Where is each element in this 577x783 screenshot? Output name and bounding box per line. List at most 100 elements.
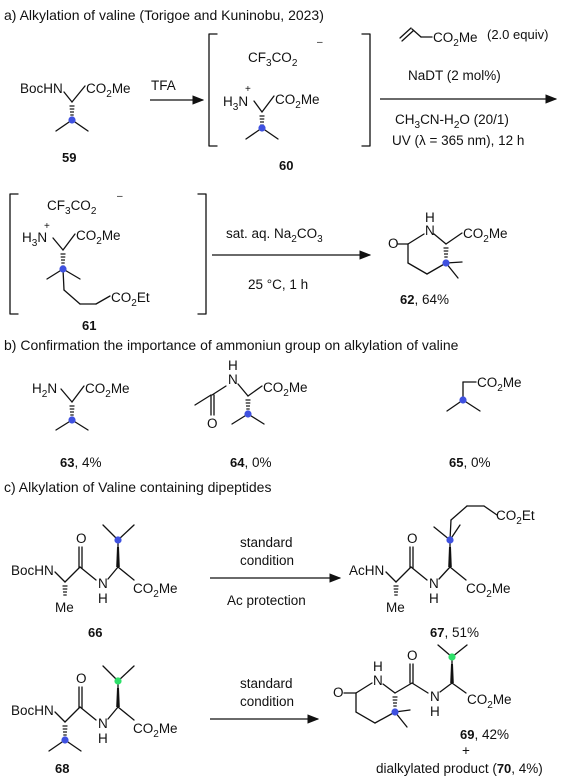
green-dot [114, 677, 122, 685]
svg-text:H: H [425, 210, 435, 225]
svg-text:standard: standard [240, 535, 293, 550]
svg-text:H: H [98, 591, 108, 606]
dialkylated-product-note: dialkylated product (70, 4%) [376, 761, 543, 776]
blue-dot [446, 536, 454, 544]
compound-64: O H N CO2Me 64, 0% [194, 358, 308, 470]
svg-text:–: – [117, 191, 123, 202]
svg-text:CO2Me: CO2Me [263, 380, 308, 399]
svg-text:condition: condition [240, 553, 294, 568]
svg-text:O: O [333, 685, 344, 700]
svg-text:O: O [388, 236, 399, 251]
svg-text:–: – [317, 37, 323, 48]
blue-dot [68, 416, 76, 424]
svg-text:CO2Me: CO2Me [477, 375, 522, 394]
svg-text:O: O [76, 531, 87, 546]
compound-number-61: 61 [82, 318, 96, 333]
svg-text:65, 0%: 65, 0% [449, 455, 490, 470]
svg-text:O: O [407, 648, 418, 663]
svg-text:H3N: H3N [223, 94, 248, 113]
blue-dot [258, 124, 266, 132]
svg-text:+: + [245, 84, 251, 95]
svg-text:sat. aq. Na2CO3: sat. aq. Na2CO3 [226, 226, 323, 245]
dipeptide-conditions-1: standard condition Ac protection [210, 535, 342, 608]
svg-text:Me: Me [55, 600, 74, 615]
compound-63: H2N CO2Me 63, 4% [32, 381, 130, 470]
compound-62: O H N CO2Me 62, 64% [388, 210, 508, 307]
compound-number-68: 68 [55, 761, 69, 776]
compound-67: AcHN O N H CO2Me Me CO2Et 67, 51% [349, 505, 535, 640]
svg-text:H: H [429, 591, 439, 606]
svg-text:N: N [373, 673, 383, 688]
svg-text:N: N [98, 576, 108, 591]
svg-text:CF3CO2: CF3CO2 [248, 50, 298, 69]
svg-text:standard: standard [240, 676, 293, 691]
uv-condition: UV (λ = 365 nm), 12 h [392, 133, 524, 148]
catalyst-label: NaDT (2 mol%) [408, 68, 501, 83]
compound-66: BocHN O N H CO2Me Me 66 [11, 524, 178, 640]
svg-text:CO2Me: CO2Me [85, 381, 130, 400]
blue-dot [114, 536, 122, 544]
svg-text:AcHN: AcHN [349, 563, 384, 578]
svg-text:CH3CN-H2O (20/1): CH3CN-H2O (20/1) [395, 112, 509, 131]
svg-text:O: O [76, 671, 87, 686]
svg-text:N: N [228, 372, 238, 387]
svg-text:CO2Me: CO2Me [466, 581, 511, 600]
dipeptide-conditions-2: standard condition [210, 676, 320, 724]
compound-number-59: 59 [62, 150, 76, 165]
compound-60: CF3CO2 – H3N + CO2Me 60 [208, 33, 371, 173]
compound-65: CO2Me 65, 0% [446, 375, 522, 470]
svg-text:BocHN: BocHN [11, 703, 54, 718]
cyclization-conditions: sat. aq. Na2CO3 25 °C, 1 h [212, 226, 372, 292]
blue-dot [61, 736, 69, 744]
compound-61: CF3CO2 – H3N + CO2Me CO2Et 61 [9, 191, 207, 333]
blue-dot [244, 410, 252, 418]
section-c-heading: c) Alkylation of Valine containing dipep… [4, 479, 271, 495]
blue-dot [68, 116, 76, 124]
svg-text:64, 0%: 64, 0% [230, 455, 271, 470]
svg-text:BocHN: BocHN [11, 563, 54, 578]
svg-text:CO2Me: CO2Me [86, 81, 131, 100]
blue-dot [442, 259, 450, 267]
svg-text:63, 4%: 63, 4% [60, 455, 101, 470]
svg-text:H3N: H3N [22, 230, 47, 249]
svg-text:CO2Et: CO2Et [496, 508, 535, 527]
svg-text:N: N [425, 223, 435, 238]
compound-69: O H N O N H CO2Me 69, 42% + dialkylated [333, 644, 543, 776]
svg-text:CO2Me: CO2Me [275, 92, 320, 111]
green-dot [448, 653, 456, 661]
svg-text:25 °C, 1 h: 25 °C, 1 h [248, 277, 308, 292]
svg-text:67, 51%: 67, 51% [430, 625, 479, 640]
svg-text:H2N: H2N [32, 381, 57, 400]
compound-59: BocHN CO2Me 59 [20, 81, 131, 165]
blue-dot [391, 708, 399, 716]
tfa-reagent: TFA [151, 78, 176, 93]
svg-text:62, 64%: 62, 64% [400, 292, 449, 307]
svg-text:CF3CO2: CF3CO2 [47, 198, 97, 217]
svg-text:+: + [462, 743, 470, 758]
section-b-heading: b) Confirmation the importance of ammoni… [4, 337, 459, 353]
compound-number-66: 66 [88, 625, 102, 640]
svg-text:CO2Me: CO2Me [433, 30, 478, 49]
svg-text:CO2Me: CO2Me [133, 581, 178, 600]
svg-text:N: N [429, 576, 439, 591]
svg-text:(2.0 equiv): (2.0 equiv) [487, 27, 548, 42]
svg-text:CO2Me: CO2Me [76, 228, 121, 247]
svg-text:N: N [430, 689, 440, 704]
svg-text:CO2Me: CO2Me [133, 721, 178, 740]
svg-text:H: H [373, 659, 383, 674]
bochn-label: BocHN [20, 81, 63, 96]
svg-text:O: O [407, 531, 418, 546]
svg-text:H: H [98, 731, 108, 746]
compound-number-60: 60 [279, 158, 293, 173]
svg-text:Me: Me [386, 600, 405, 615]
compound-68: BocHN O N H CO2Me 68 [11, 665, 178, 776]
svg-text:CO2Et: CO2Et [111, 290, 150, 309]
svg-text:O: O [207, 416, 218, 431]
svg-text:69, 42%: 69, 42% [460, 727, 509, 742]
svg-text:N: N [98, 716, 108, 731]
blue-dot [459, 396, 467, 404]
svg-text:CO2Me: CO2Me [463, 226, 508, 245]
svg-text:CO2Me: CO2Me [467, 692, 512, 711]
svg-text:H: H [430, 704, 440, 719]
